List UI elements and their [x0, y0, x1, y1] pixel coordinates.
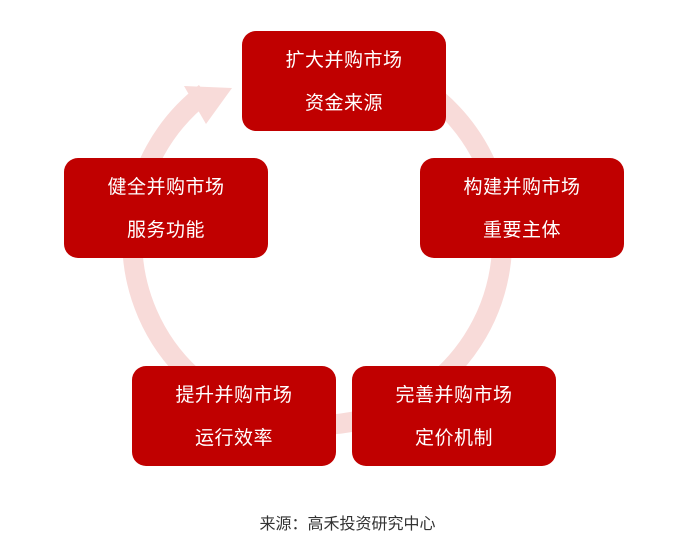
node-subtitle: 运行效率: [194, 426, 273, 449]
node-expand-funding-sources: 扩大并购市场 资金来源: [242, 31, 446, 131]
node-subtitle: 资金来源: [304, 91, 383, 114]
node-title: 提升并购市场: [175, 383, 293, 406]
node-title: 完善并购市场: [395, 383, 513, 406]
node-subtitle: 服务功能: [126, 218, 205, 241]
node-title: 扩大并购市场: [285, 48, 403, 71]
node-title: 健全并购市场: [107, 175, 225, 198]
node-subtitle: 定价机制: [414, 426, 493, 449]
node-build-main-entities: 构建并购市场 重要主体: [420, 158, 624, 258]
node-raise-operating-efficiency: 提升并购市场 运行效率: [132, 366, 336, 466]
node-title: 构建并购市场: [463, 175, 581, 198]
node-strengthen-service-functions: 健全并购市场 服务功能: [64, 158, 268, 258]
source-caption: 来源：高禾投资研究中心: [259, 514, 436, 533]
node-improve-pricing-mechanism: 完善并购市场 定价机制: [352, 366, 556, 466]
node-subtitle: 重要主体: [482, 218, 561, 241]
cycle-arrow-head: [184, 86, 232, 124]
